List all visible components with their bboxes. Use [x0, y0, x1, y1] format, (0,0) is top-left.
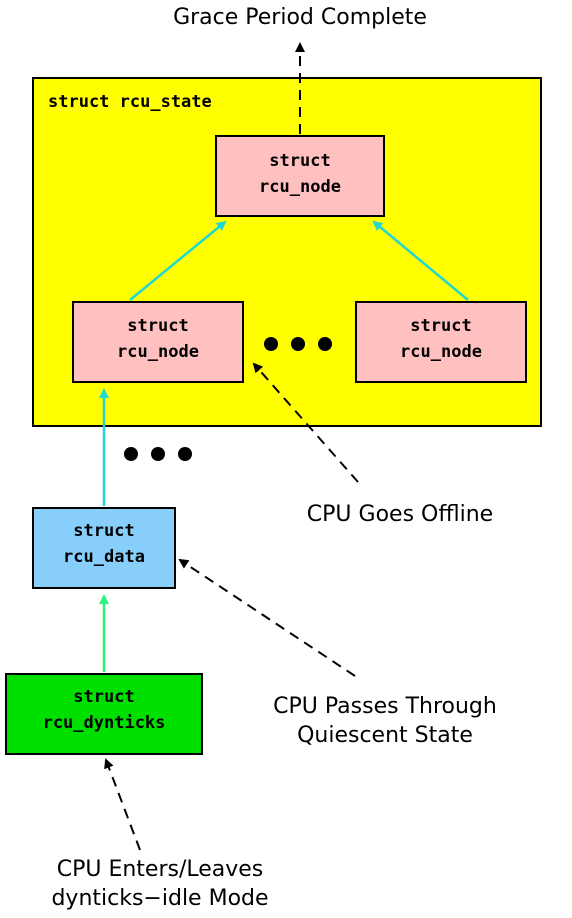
offline-arrow — [252, 362, 359, 483]
data-ellipsis — [124, 447, 192, 461]
dynticks-event-arrow — [104, 758, 141, 851]
rcu-dynticks-line2: rcu_dynticks — [43, 713, 166, 733]
right-rcu-node-line1: struct — [410, 316, 471, 336]
right-rcu-node-box — [355, 301, 527, 383]
root-rcu-node-box — [215, 135, 385, 217]
quiescent-label-line2: Quiescent State — [297, 723, 473, 748]
dynticks-label-line1: CPU Enters/Leaves — [57, 857, 264, 882]
right-rcu-node-line2: rcu_node — [400, 342, 482, 362]
rcu-dynticks-line1: struct — [73, 687, 134, 707]
quiescent-arrow — [178, 558, 356, 677]
root-rcu-node-line1: struct — [269, 151, 330, 171]
node-ellipsis — [264, 337, 332, 351]
left-to-root-arrow — [129, 220, 227, 301]
right-to-root-arrow — [372, 220, 469, 301]
rcu-data-box — [32, 507, 176, 589]
rcu-data-line2: rcu_data — [63, 547, 145, 567]
dynticks-label-line2: dynticks−idle Mode — [51, 886, 268, 911]
root-rcu-node-line2: rcu_node — [259, 177, 341, 197]
left-rcu-node-line2: rcu_node — [117, 342, 199, 362]
rcu-state-label: struct rcu_state — [48, 92, 212, 112]
left-rcu-node-line1: struct — [127, 316, 188, 336]
rcu-data-line1: struct — [73, 521, 134, 541]
grace-period-label: Grace Period Complete — [173, 5, 427, 30]
quiescent-label-line1: CPU Passes Through — [273, 694, 497, 719]
offline-label: CPU Goes Offline — [307, 502, 493, 527]
rcu-dynticks-box — [5, 673, 203, 755]
left-rcu-node-box — [72, 301, 244, 383]
